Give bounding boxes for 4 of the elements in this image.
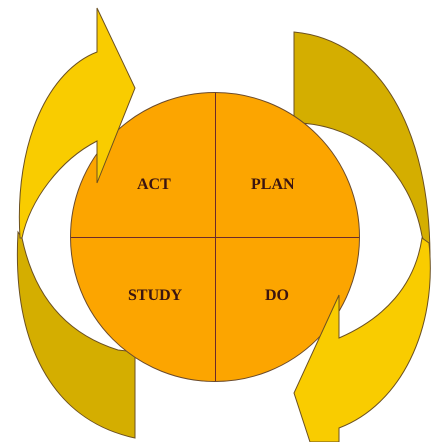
phase-label: PLAN	[251, 175, 295, 195]
phase-label: ACT	[137, 175, 171, 195]
phase-label: DO	[265, 286, 289, 306]
phase-label: STUDY	[128, 286, 182, 306]
